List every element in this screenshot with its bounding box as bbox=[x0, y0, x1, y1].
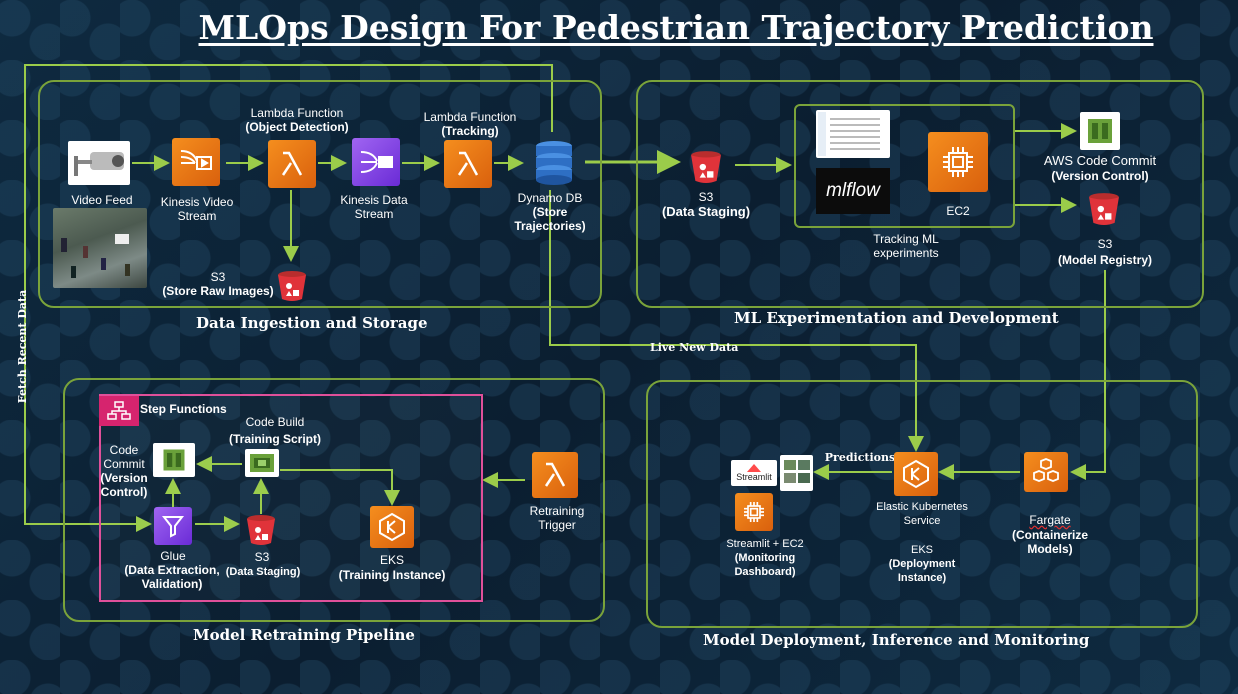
codecommit-title: AWS Code Commit bbox=[1043, 153, 1157, 168]
eks-icon bbox=[894, 452, 938, 496]
video-feed-label: Video Feed bbox=[71, 193, 133, 207]
tracking-label: Tracking ML experiments bbox=[873, 232, 939, 260]
step-functions-icon bbox=[99, 396, 139, 426]
step-functions-label: Step Functions bbox=[140, 402, 227, 416]
kinesis-data-label: Kinesis Data Stream bbox=[340, 193, 408, 221]
kinesis-video-icon bbox=[172, 138, 220, 186]
codebuild-sub: (Training Script) bbox=[228, 432, 321, 446]
page-title: MLOps Design For Pedestrian Trajectory P… bbox=[198, 8, 1154, 47]
dynamodb-icon bbox=[534, 140, 574, 186]
codebuild-icon bbox=[245, 449, 279, 477]
s3-bucket-icon bbox=[246, 514, 276, 546]
cc2-title: Code Commit bbox=[103, 443, 145, 471]
deployment-panel bbox=[646, 380, 1198, 628]
ec2-label: EC2 bbox=[946, 204, 970, 218]
lambda-icon bbox=[532, 452, 578, 498]
camera-icon bbox=[68, 141, 130, 185]
live-data-label: Live New Data bbox=[650, 341, 739, 354]
s3-staging-title: S3 bbox=[698, 190, 714, 204]
lambda-od-title: Lambda Function bbox=[250, 106, 344, 120]
kinesis-data-icon bbox=[352, 138, 400, 186]
lambda-icon bbox=[444, 140, 492, 188]
dynamo-sub: (Store Trajectories) bbox=[514, 205, 586, 233]
codecommit-icon bbox=[153, 443, 195, 477]
fargate-icon bbox=[1024, 452, 1068, 492]
predictions-label: Predictions bbox=[824, 451, 896, 464]
kinesis-video-label: Kinesis Video Stream bbox=[160, 195, 234, 223]
s3-registry-title: S3 bbox=[1097, 237, 1113, 251]
dashboard-screenshot bbox=[780, 455, 813, 491]
fargate-title: Fargate bbox=[1029, 513, 1071, 527]
s3-rt-sub: (Data Staging) bbox=[225, 566, 301, 578]
s3-staging-sub: (Data Staging) bbox=[661, 204, 751, 219]
glue-icon bbox=[154, 507, 192, 545]
codebuild-title: Code Build bbox=[245, 415, 305, 429]
ec2-icon bbox=[928, 132, 988, 192]
ml-exp-panel bbox=[636, 80, 1204, 308]
s3-registry-sub: (Model Registry) bbox=[1057, 253, 1152, 267]
s3-raw-title: S3 bbox=[210, 270, 226, 284]
lambda-icon bbox=[268, 140, 316, 188]
streamlit-sub: (Monitoring Dashboard) bbox=[734, 552, 796, 578]
mlflow-ui-screenshot bbox=[816, 110, 890, 158]
eks-deploy-2: EKS bbox=[910, 544, 933, 556]
retraining-panel bbox=[63, 378, 605, 622]
section-ml-exp: ML Experimentation and Development bbox=[734, 309, 1059, 327]
codecommit-icon bbox=[1080, 112, 1120, 150]
s3-bucket-icon bbox=[690, 150, 722, 184]
glue-title: Glue bbox=[160, 549, 186, 563]
mlflow-text: mlflow bbox=[826, 180, 880, 201]
lambda-tr-title: Lambda Function bbox=[423, 110, 517, 124]
mlflow-logo: mlflow bbox=[816, 168, 890, 214]
streamlit-logo: Streamlit bbox=[731, 460, 777, 486]
fargate-sub: (Containerize Models) bbox=[1011, 528, 1088, 556]
s3-bucket-icon bbox=[1088, 192, 1120, 226]
ml-inner-box bbox=[794, 104, 1015, 228]
eks-train-sub: (Training Instance) bbox=[338, 568, 446, 582]
s3-rt-title: S3 bbox=[254, 550, 270, 564]
cc2-sub: (Version Control) bbox=[100, 471, 148, 499]
section-ingestion: Data Ingestion and Storage bbox=[196, 314, 428, 332]
eks-icon bbox=[370, 506, 414, 548]
eks-deploy-3: (Deployment Instance) bbox=[888, 558, 956, 584]
retrain-trigger-label: Retraining Trigger bbox=[529, 504, 585, 532]
section-retraining: Model Retraining Pipeline bbox=[193, 626, 415, 644]
fetch-recent-data-label: Fetch Recent Data bbox=[16, 289, 30, 404]
ec2-icon bbox=[735, 493, 773, 531]
lambda-tr-sub: (Tracking) bbox=[441, 124, 499, 138]
ingestion-panel bbox=[38, 80, 602, 308]
section-deployment: Model Deployment, Inference and Monitori… bbox=[703, 631, 1090, 649]
s3-raw-sub: (Store Raw Images) bbox=[162, 284, 274, 298]
eks-deploy-1: Elastic Kubernetes Service bbox=[876, 501, 968, 527]
codecommit-sub: (Version Control) bbox=[1051, 169, 1149, 183]
s3-bucket-icon bbox=[277, 270, 307, 302]
glue-sub: (Data Extraction, Validation) bbox=[124, 563, 220, 591]
step-functions-box bbox=[99, 394, 483, 602]
eks-train-title: EKS bbox=[379, 553, 404, 567]
streamlit-text: Streamlit bbox=[736, 472, 772, 482]
streamlit-title: Streamlit + EC2 bbox=[726, 538, 804, 550]
dynamo-title: Dynamo DB bbox=[517, 191, 583, 205]
lambda-od-sub: (Object Detection) bbox=[245, 120, 349, 134]
street-image bbox=[53, 208, 147, 288]
